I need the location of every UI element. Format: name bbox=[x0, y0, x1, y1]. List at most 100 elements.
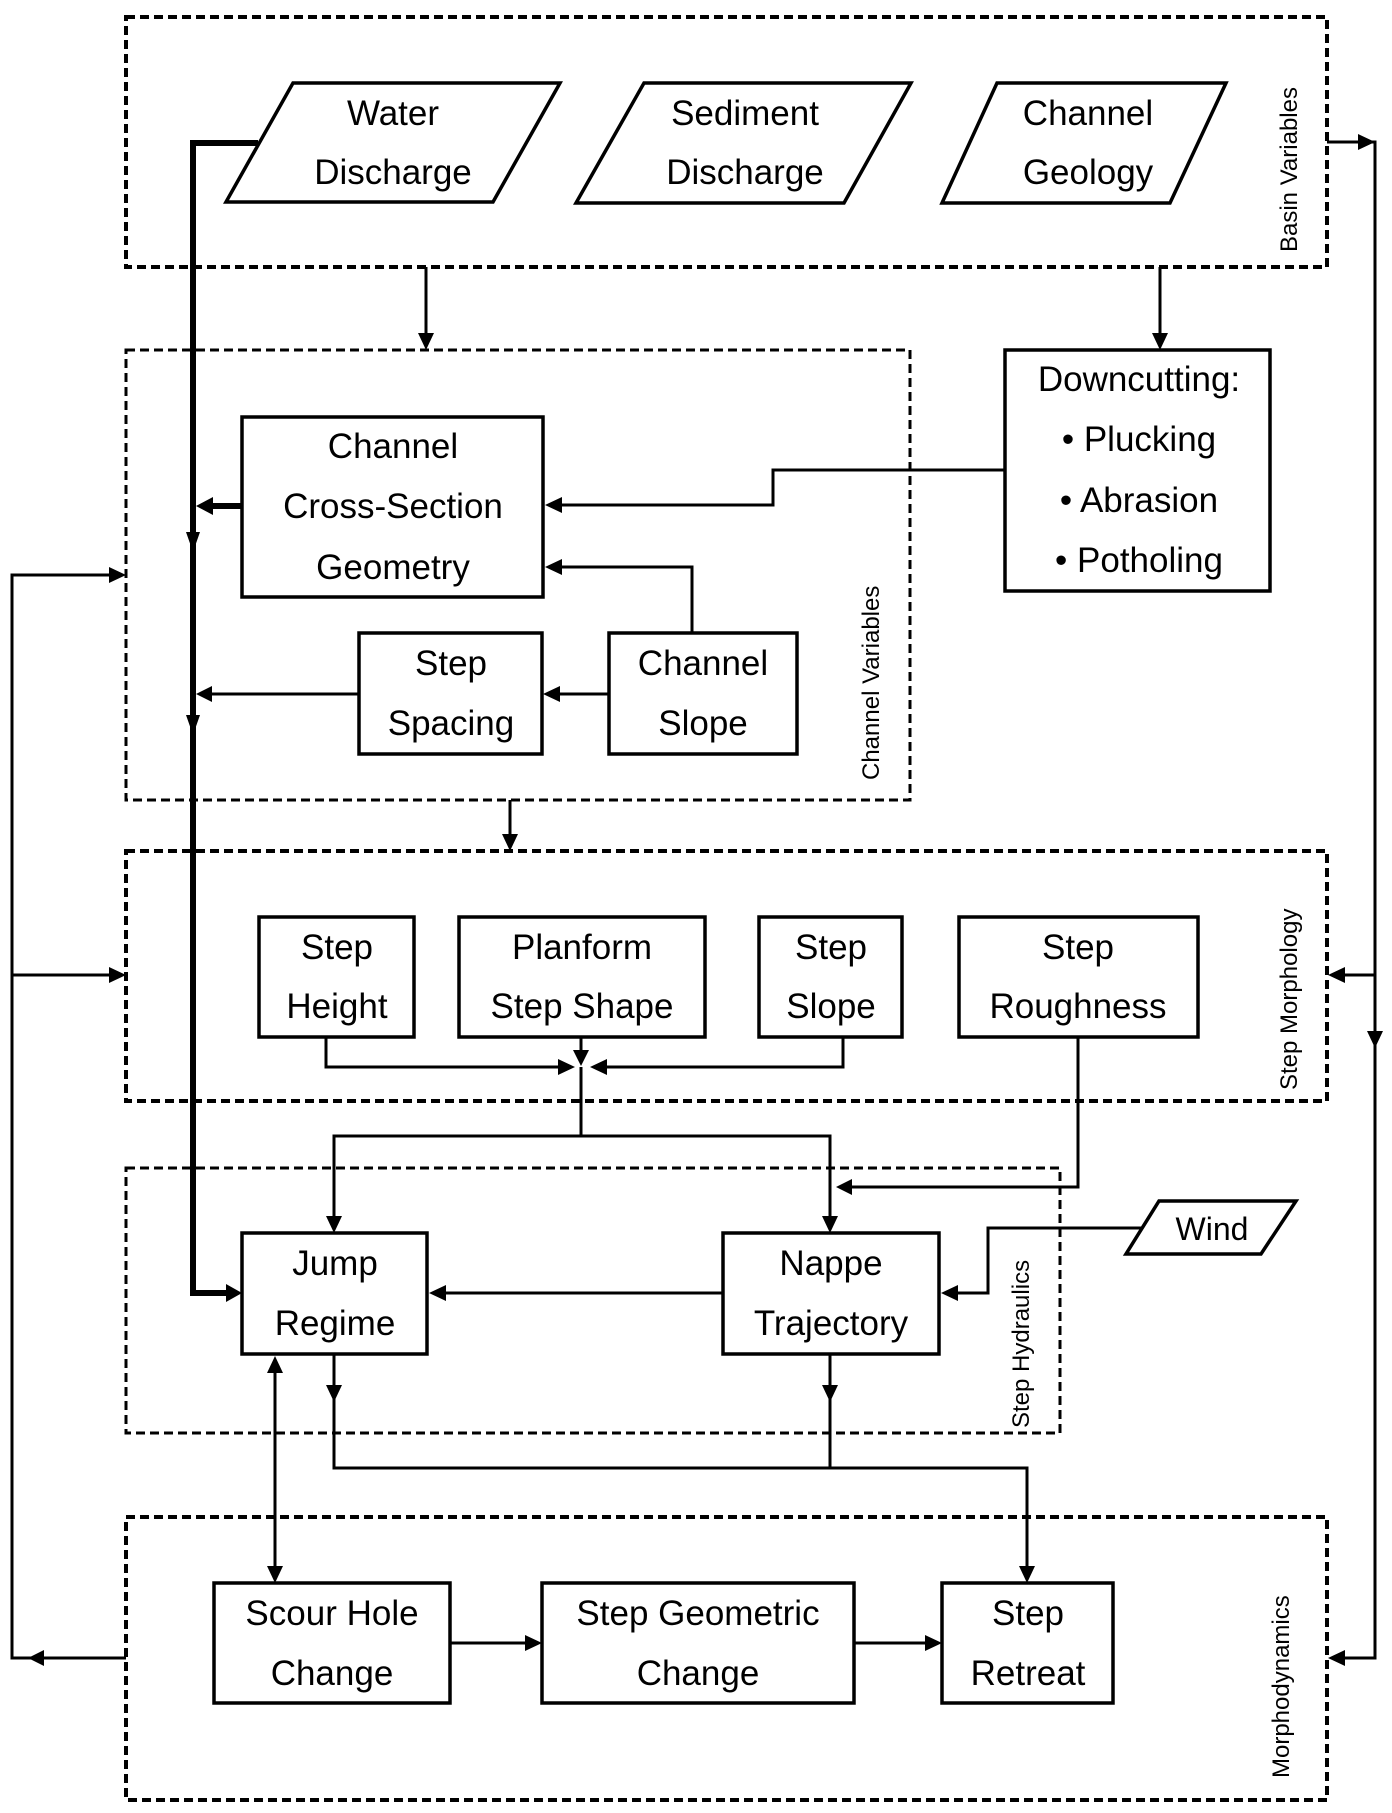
edge-distribution-to-jump bbox=[332, 1134, 581, 1217]
parallelogram-shape bbox=[1122, 1199, 1300, 1256]
node-label-line: Downcutting: bbox=[1038, 360, 1240, 399]
node-water-discharge: Water Discharge bbox=[223, 81, 563, 204]
arrowhead bbox=[573, 1050, 589, 1066]
arrowhead bbox=[525, 1635, 542, 1651]
node-channel-slope: Channel Slope bbox=[607, 631, 799, 756]
node-label-line: Step bbox=[992, 1594, 1064, 1633]
node-label-line: • Abrasion bbox=[1060, 481, 1218, 520]
node-label-line: Step bbox=[1042, 928, 1114, 967]
node-nappe-trajectory: Nappe Trajectory bbox=[721, 1231, 941, 1356]
node-label-line: Nappe bbox=[779, 1244, 882, 1283]
node-label-line: Spacing bbox=[388, 704, 514, 743]
node-label-line: Regime bbox=[275, 1304, 396, 1343]
node-label-line: Change bbox=[271, 1654, 394, 1693]
arrowhead bbox=[186, 532, 200, 552]
edge-slope-to-cross-section bbox=[560, 565, 694, 633]
node-label-line: Retreat bbox=[971, 1654, 1086, 1693]
arrowhead bbox=[418, 333, 434, 350]
group-label-step-morphology: Step Morphology bbox=[1276, 909, 1303, 1090]
group-label-basin-variables: Basin Variables bbox=[1276, 87, 1303, 252]
edge-wind-to-nappe bbox=[957, 1226, 1142, 1295]
arrowhead bbox=[267, 1566, 283, 1583]
node-label-line: Scour Hole bbox=[245, 1594, 418, 1633]
arrowhead bbox=[267, 1356, 283, 1373]
arrowhead bbox=[1328, 1650, 1345, 1666]
arrowhead bbox=[836, 1179, 852, 1195]
node-label-line: Slope bbox=[786, 987, 876, 1026]
rectangle-shape bbox=[212, 1581, 452, 1705]
node-cross-section: Channel Cross-Section Geometry bbox=[240, 415, 545, 599]
edge-downcutting-to-cross-section bbox=[560, 468, 1005, 507]
node-label-line: • Potholing bbox=[1055, 541, 1223, 580]
node-label-line: Channel bbox=[638, 644, 768, 683]
arrowhead bbox=[558, 1059, 575, 1075]
arrowhead bbox=[109, 967, 126, 983]
parallelogram-shape bbox=[223, 81, 563, 204]
arrowhead bbox=[543, 686, 560, 702]
node-scour-hole-change: Scour Hole Change bbox=[212, 1581, 452, 1705]
arrowhead bbox=[1367, 1031, 1383, 1048]
edge-height-to-merge bbox=[324, 1037, 560, 1069]
rectangle-shape bbox=[357, 631, 544, 756]
node-jump-regime: Jump Regime bbox=[240, 1231, 429, 1356]
node-step-retreat: Step Retreat bbox=[940, 1581, 1115, 1705]
arrowhead bbox=[429, 1285, 446, 1301]
node-label-line: Step Shape bbox=[491, 987, 674, 1026]
node-label-line: Channel bbox=[1023, 94, 1153, 133]
arrowhead bbox=[925, 1635, 942, 1651]
arrowhead bbox=[326, 1385, 342, 1402]
edge-morphodynamics-feedback bbox=[10, 573, 126, 1660]
arrowhead bbox=[1152, 333, 1168, 350]
edge-water-discharge-trunk bbox=[190, 140, 258, 1296]
node-label-line: Height bbox=[286, 987, 387, 1026]
node-label-line: Water bbox=[347, 94, 439, 133]
arrowhead bbox=[196, 497, 213, 515]
rectangle-shape bbox=[721, 1231, 941, 1356]
edge-distribution-to-nappe bbox=[581, 1134, 832, 1217]
group-step-hydraulics bbox=[124, 1166, 1062, 1435]
rectangle-shape bbox=[940, 1581, 1115, 1705]
group-basin-variables bbox=[124, 15, 1329, 269]
node-label-line: Discharge bbox=[314, 153, 472, 192]
node-sediment-discharge: Sediment Discharge bbox=[572, 81, 914, 205]
node-label-line: Cross-Section bbox=[283, 487, 503, 526]
arrowhead bbox=[1358, 134, 1375, 150]
node-label-line: Jump bbox=[292, 1244, 378, 1283]
rectangle-shape bbox=[257, 915, 416, 1039]
node-downcutting: Downcutting: • Plucking • Abrasion • Pot… bbox=[1003, 348, 1272, 593]
node-step-geometric-change: Step Geometric Change bbox=[540, 1581, 856, 1705]
node-step-slope: Step Slope bbox=[757, 915, 904, 1039]
rectangle-shape bbox=[240, 415, 545, 599]
arrowhead bbox=[502, 834, 518, 851]
parallelogram-shape bbox=[939, 81, 1229, 205]
node-label-line: Step bbox=[415, 644, 487, 683]
node-label-line: Slope bbox=[658, 704, 748, 743]
group-label-channel-variables: Channel Variables bbox=[858, 586, 885, 780]
rectangle-shape bbox=[457, 915, 707, 1039]
rectangle-shape bbox=[957, 915, 1200, 1039]
node-label-line: Trajectory bbox=[754, 1304, 909, 1343]
rectangle-shape bbox=[240, 1231, 429, 1356]
arrowhead bbox=[1019, 1566, 1035, 1583]
node-label-line: Step Geometric bbox=[576, 1594, 819, 1633]
node-step-spacing: Step Spacing bbox=[357, 631, 544, 756]
arrowhead bbox=[28, 1650, 44, 1666]
edge-jump-to-retreat bbox=[332, 1354, 1029, 1567]
edge-basin-right-loop bbox=[1327, 140, 1377, 1660]
arrowhead bbox=[186, 715, 200, 735]
group-step-morphology bbox=[124, 849, 1329, 1103]
arrowhead bbox=[226, 1284, 242, 1302]
arrowhead bbox=[590, 1059, 607, 1075]
arrowhead bbox=[1328, 967, 1345, 983]
arrowhead bbox=[109, 567, 126, 583]
arrowhead bbox=[196, 686, 212, 702]
edge-slope-to-merge bbox=[605, 1037, 845, 1069]
node-label-line: Step bbox=[795, 928, 867, 967]
node-label-line: Step bbox=[301, 928, 373, 967]
node-label-line: Change bbox=[637, 1654, 760, 1693]
rectangle-shape bbox=[1003, 348, 1272, 593]
rectangle-shape bbox=[540, 1581, 856, 1705]
connectors bbox=[10, 134, 1383, 1666]
parallelogram-shape bbox=[572, 81, 914, 205]
